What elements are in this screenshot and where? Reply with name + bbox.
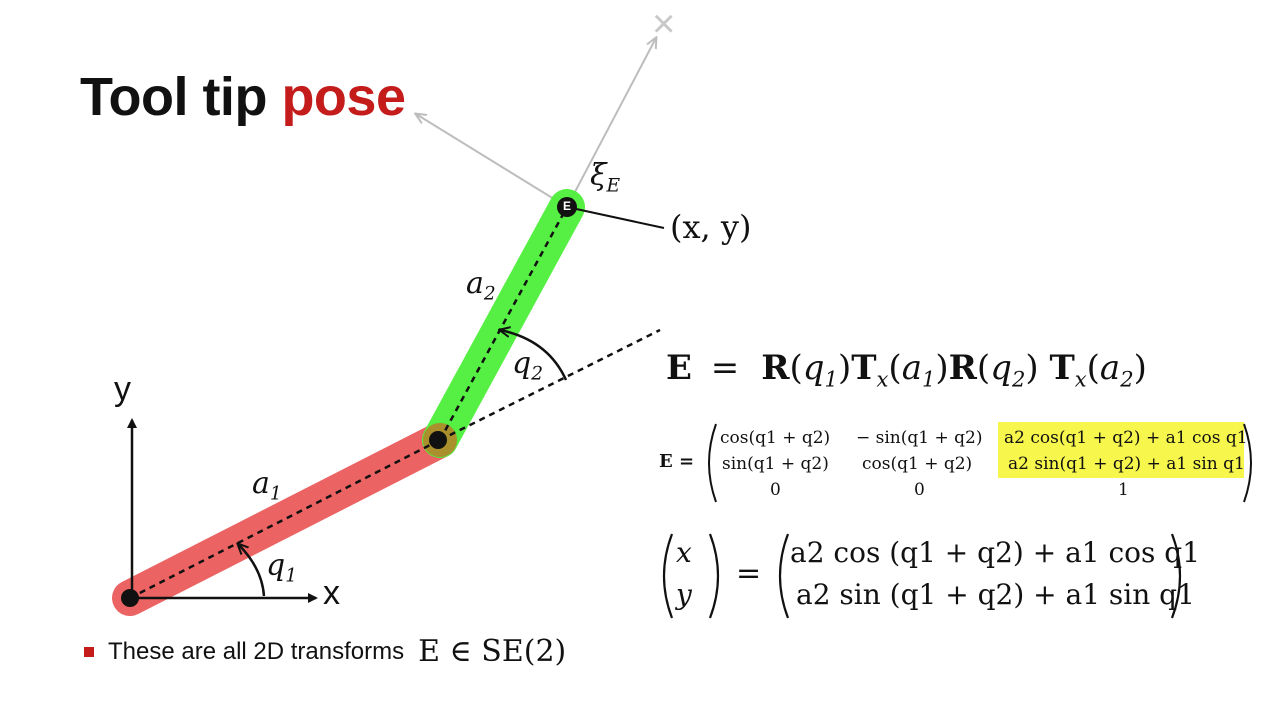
end-frame-y-axis bbox=[416, 114, 568, 208]
bullet-math: E ∈ SE(2) bbox=[418, 634, 567, 669]
chain-term-4: Tx(a2) bbox=[1049, 348, 1147, 392]
link-2-label: a2 bbox=[466, 266, 496, 305]
chain-lhs: E bbox=[666, 348, 692, 388]
position-rhs-x: a2 cos (q1 + q2) + a1 cos q1 bbox=[790, 536, 1201, 569]
tip-leader-line bbox=[566, 206, 665, 229]
end-marker-letter: E bbox=[562, 199, 571, 213]
title-highlight: pose bbox=[281, 67, 406, 127]
position-lhs-y: y bbox=[676, 578, 692, 611]
angle-arc-q1 bbox=[238, 544, 266, 597]
position-brackets bbox=[662, 533, 1182, 619]
translation-highlight bbox=[998, 422, 1244, 478]
joint-1-angle-label: q1 bbox=[266, 548, 298, 587]
chain-equals: = bbox=[710, 348, 740, 388]
link-2-centerline bbox=[438, 206, 569, 441]
link-1-extension bbox=[439, 328, 661, 442]
link-1-label: a1 bbox=[252, 466, 282, 505]
base-joint bbox=[121, 589, 139, 607]
matrix-cell-r3c2: 0 bbox=[914, 480, 925, 500]
matrix-cell-r1c2: − sin(q1 + q2) bbox=[856, 428, 983, 448]
matrix-cell-r2c2: cos(q1 + q2) bbox=[862, 454, 973, 474]
elbow-joint bbox=[429, 431, 447, 449]
axis-y-label: y bbox=[114, 370, 131, 408]
matrix-lhs: E = bbox=[659, 451, 695, 472]
bullet-marker bbox=[84, 646, 94, 657]
end-frame-x-label: × bbox=[652, 2, 676, 46]
matrix-cell-r3c1: 0 bbox=[770, 480, 781, 500]
link-1-centerline bbox=[129, 438, 441, 600]
matrix-cell-r3c3: 1 bbox=[1118, 480, 1129, 500]
matrix-cell-r1c3: a2 cos(q1 + q2) + a1 cos q1 bbox=[1004, 428, 1248, 448]
matrix-cell-r1c1: cos(q1 + q2) bbox=[720, 428, 831, 448]
position-rhs-y: a2 sin (q1 + q2) + a1 sin q1 bbox=[796, 578, 1195, 611]
axis-x-label: x bbox=[323, 574, 340, 612]
bullet-item: These are all 2D transforms E ∈ SE(2) bbox=[84, 634, 566, 669]
position-equals: = bbox=[736, 556, 762, 591]
matrix-cell-r2c1: sin(q1 + q2) bbox=[722, 454, 829, 474]
joint-2-angle-label: q2 bbox=[512, 346, 544, 385]
end-frame-label: ξE bbox=[590, 158, 621, 197]
chain-term-2: Tx(a1) bbox=[851, 348, 949, 392]
end-frame-x-axis bbox=[566, 38, 656, 208]
chain-term-1: R(q1) bbox=[761, 348, 852, 392]
slide-title: Tool tip pose bbox=[80, 66, 406, 128]
position-lhs-x: x bbox=[676, 536, 692, 569]
bullet-text: These are all 2D transforms bbox=[108, 637, 405, 665]
matrix-cell-r2c3: a2 sin(q1 + q2) + a1 sin q1 bbox=[1008, 454, 1245, 474]
end-effector-marker bbox=[557, 197, 577, 217]
chain-equation: E = R(q1)Tx(a1)R(q2) Tx(a2) bbox=[666, 348, 1147, 391]
tip-point-label: (x, y) bbox=[670, 208, 752, 246]
chain-term-3: R(q2) bbox=[948, 348, 1039, 392]
title-prefix: Tool tip bbox=[80, 67, 282, 127]
angle-arc-q2 bbox=[500, 330, 568, 381]
matrix-brackets bbox=[708, 423, 1252, 503]
